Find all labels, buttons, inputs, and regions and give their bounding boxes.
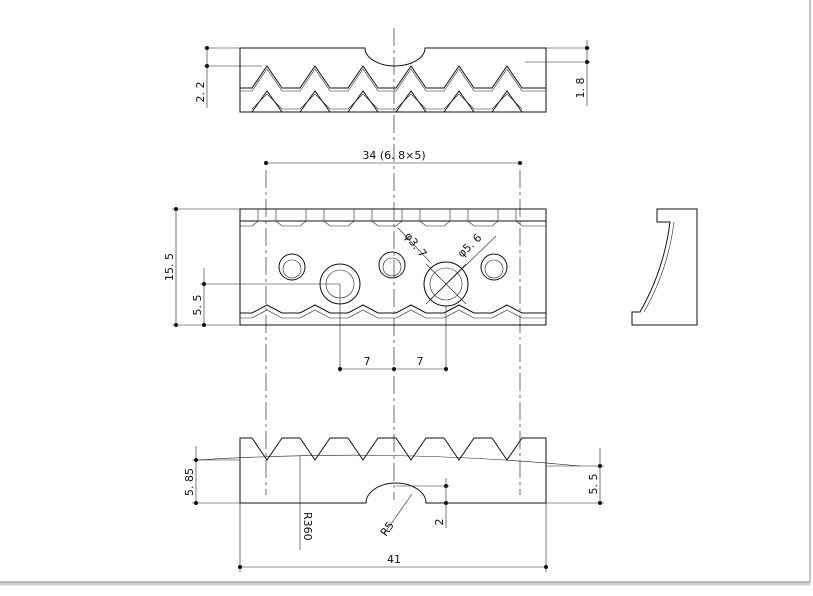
dim-hole-offset: 5. 5 [191, 295, 204, 316]
top-view-teeth-upper [240, 65, 546, 89]
dim-front-left: 5. 85 [183, 468, 196, 496]
plan-top-ribs [257, 209, 517, 221]
dim-spacing-right: 7 [417, 355, 424, 368]
dim-front-width: 41 [387, 553, 401, 566]
top-view-outline [239, 47, 547, 113]
dim-radius-large: R360 [301, 512, 314, 541]
dim-spacing-left: 7 [364, 355, 371, 368]
small-hole-1 [278, 253, 306, 281]
front-view-outline [239, 437, 547, 504]
dim-plan-height: 15. 5 [163, 253, 176, 281]
small-hole-3 [480, 253, 508, 281]
top-view: 2. 2 1. 8 [194, 40, 590, 113]
dim-plan-width: 34 (6. 8×5) [362, 149, 425, 162]
dim-large-hole: φ5. 6 [455, 231, 484, 260]
dim-top-left: 2. 2 [194, 82, 207, 103]
plan-view: φ3. 7 φ5. 6 34 (6. 8×5) 15. 5 5. 5 7 7 [163, 149, 547, 372]
dim-radius-small: R5 [378, 519, 397, 538]
dim-small-hole: φ3. 7 [402, 230, 430, 260]
plan-view-outline [239, 208, 547, 326]
side-profile [631, 208, 698, 326]
front-view: 5. 85 5. 5 R360 R5 2 41 [183, 437, 604, 572]
dim-front-right: 5. 5 [587, 474, 600, 495]
small-hole-2 [378, 251, 406, 279]
top-view-teeth-lower [240, 90, 546, 113]
side-profile-outline [631, 208, 698, 326]
dim-depth: 2 [433, 519, 446, 526]
dim-top-right: 1. 8 [574, 78, 587, 99]
